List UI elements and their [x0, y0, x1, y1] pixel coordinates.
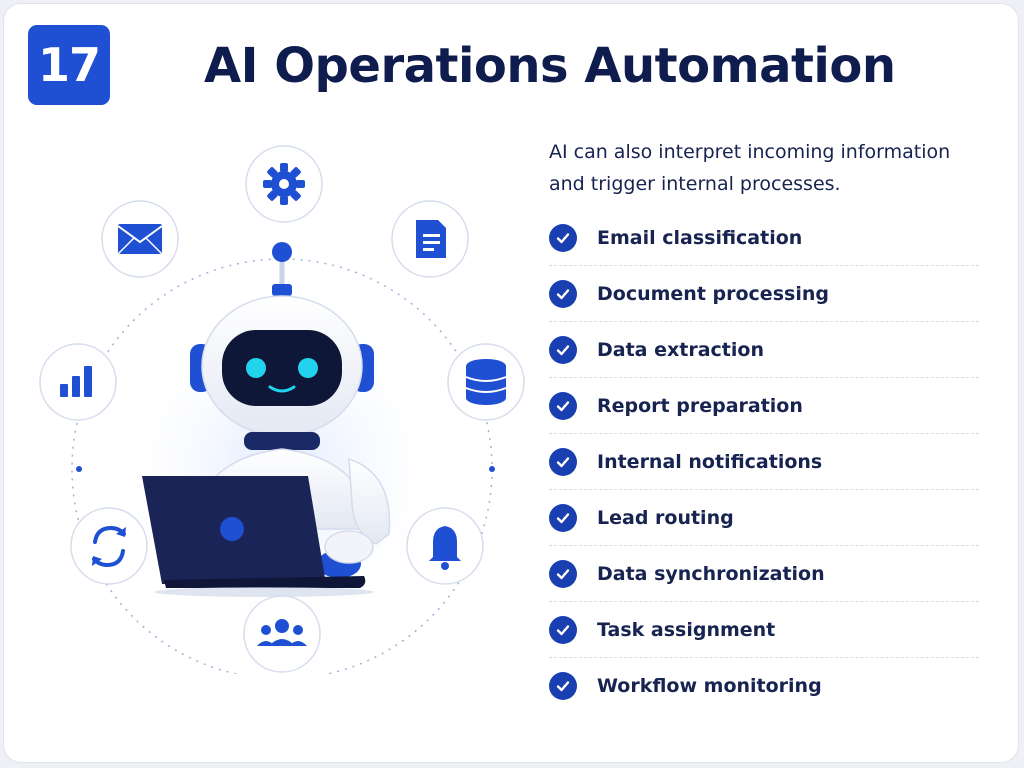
- list-item-label: Document processing: [597, 282, 829, 305]
- list-item: Internal notifications: [549, 434, 979, 490]
- check-icon: [549, 391, 577, 420]
- gear-icon: [245, 145, 323, 223]
- laptop-logo: [220, 517, 244, 541]
- list-item-label: Internal notifications: [597, 450, 823, 473]
- list-item-label: Data synchronization: [597, 562, 825, 585]
- robot-left-eye: [246, 358, 266, 378]
- list-item: Document processing: [549, 266, 979, 322]
- checklist: Email classification Document processing…: [549, 210, 979, 714]
- ai-robot-illustration: [39, 145, 525, 674]
- check-icon: [549, 335, 577, 364]
- check-icon: [549, 615, 577, 644]
- slide-title: AI Operations Automation: [204, 38, 896, 94]
- list-item-label: Data extraction: [597, 338, 764, 361]
- list-item: Data synchronization: [549, 546, 979, 602]
- robot-right-eye: [298, 358, 318, 378]
- envelope-icon: [101, 200, 179, 278]
- list-item-label: Lead routing: [597, 506, 734, 529]
- check-icon: [549, 503, 577, 532]
- check-icon: [549, 447, 577, 476]
- list-item: Report preparation: [549, 378, 979, 434]
- list-item: Email classification: [549, 210, 979, 266]
- intro-text: AI can also interpret incoming informati…: [549, 141, 951, 195]
- bell-icon: [406, 507, 484, 585]
- list-item-label: Task assignment: [597, 618, 776, 641]
- list-item-label: Report preparation: [597, 394, 803, 417]
- bar-chart-icon: [39, 343, 117, 421]
- slide-number-badge: 17: [28, 25, 110, 105]
- document-icon: [391, 200, 469, 278]
- check-icon: [549, 279, 577, 308]
- check-icon: [549, 672, 577, 700]
- list-item: Data extraction: [549, 322, 979, 378]
- check-icon: [549, 223, 577, 252]
- database-icon: [447, 343, 525, 421]
- robot-face: [222, 330, 342, 406]
- sync-icon: [70, 507, 148, 585]
- users-icon: [243, 595, 321, 673]
- list-item-label: Workflow monitoring: [597, 675, 822, 697]
- list-item-label: Email classification: [597, 226, 803, 249]
- slide: 17 AI Operations Automation: [3, 3, 1019, 763]
- list-item: Task assignment: [549, 602, 979, 658]
- check-icon: [549, 559, 577, 588]
- list-item: Workflow monitoring: [549, 658, 979, 714]
- laptop-base: [164, 576, 366, 588]
- list-item: Lead routing: [549, 490, 979, 546]
